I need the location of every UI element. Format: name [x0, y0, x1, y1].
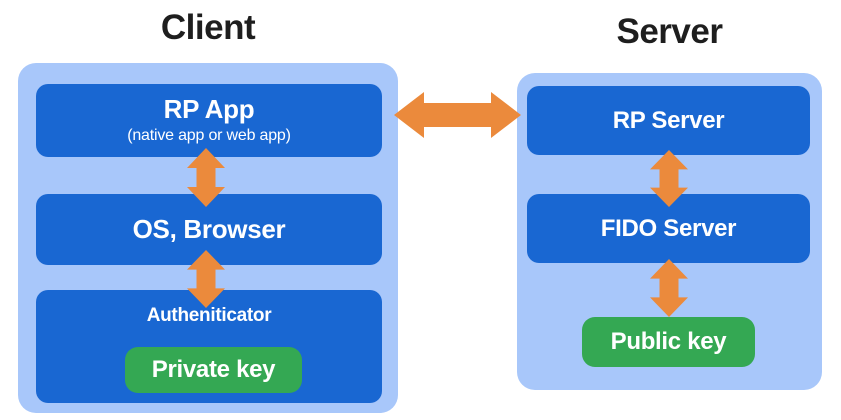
os-browser-label: OS, Browser [132, 213, 286, 244]
double-arrow-client-server-icon [394, 92, 521, 138]
rp-server-box: RP Server [527, 86, 810, 155]
rp-app-label: RP App [163, 94, 255, 125]
fido-server-label: FIDO Server [600, 214, 737, 242]
public-key-box: Public key [582, 317, 755, 367]
public-key-label: Public key [610, 328, 727, 355]
client-title: Client [160, 8, 256, 47]
rp-app-sublabel: (native app or web app) [127, 126, 291, 144]
private-key-box: Private key [125, 347, 302, 393]
private-key-label: Private key [151, 356, 276, 383]
double-arrow-rpapp-osbrowser-icon [187, 148, 225, 207]
double-arrow-fidoserver-publickey-icon [650, 259, 688, 317]
double-arrow-osbrowser-authenticator-icon [187, 250, 225, 308]
authenticator-label: Autheniticator [146, 305, 272, 326]
rp-server-label: RP Server [612, 106, 725, 134]
double-arrow-rpserver-fidoserver-icon [650, 150, 688, 207]
rp-app-box: RP App (native app or web app) [36, 84, 382, 157]
server-title: Server [616, 12, 723, 51]
